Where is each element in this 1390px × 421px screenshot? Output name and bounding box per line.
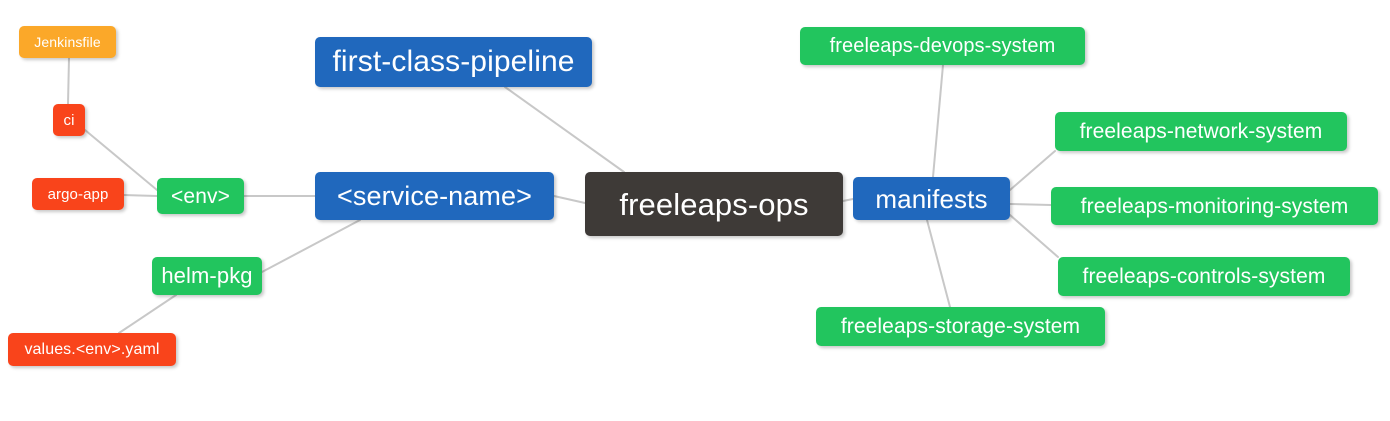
edge-manifests-network <box>1009 150 1056 191</box>
node-label-freeleaps-ops: freeleaps-ops <box>619 186 809 222</box>
edge-helm-values <box>118 294 177 334</box>
node-values-env-yaml[interactable]: values.<env>.yaml <box>8 333 176 366</box>
edge-ops-manifests <box>842 198 854 202</box>
node-label-jenkinsfile: Jenkinsfile <box>34 34 101 50</box>
edge-env-argo <box>123 194 158 197</box>
node-jenkinsfile[interactable]: Jenkinsfile <box>19 26 116 58</box>
node-label-values-env-yaml: values.<env>.yaml <box>24 340 160 358</box>
node-env[interactable]: <env> <box>157 178 244 214</box>
node-label-freeleaps-monitoring-system: freeleaps-monitoring-system <box>1080 194 1349 218</box>
node-freeleaps-network-system[interactable]: freeleaps-network-system <box>1055 112 1347 151</box>
edge-manifests-devops <box>932 64 944 178</box>
node-freeleaps-controls-system[interactable]: freeleaps-controls-system <box>1058 257 1350 296</box>
node-label-manifests: manifests <box>875 183 988 214</box>
edge-ops-pipeline <box>504 86 625 173</box>
node-label-freeleaps-network-system: freeleaps-network-system <box>1079 120 1323 143</box>
node-freeleaps-ops[interactable]: freeleaps-ops <box>585 172 843 236</box>
node-label-freeleaps-devops-system: freeleaps-devops-system <box>829 35 1056 57</box>
node-label-argo-app: argo-app <box>47 185 109 203</box>
node-helm-pkg[interactable]: helm-pkg <box>152 257 262 295</box>
node-label-freeleaps-controls-system: freeleaps-controls-system <box>1082 265 1326 288</box>
node-ci[interactable]: ci <box>53 104 85 136</box>
node-manifests[interactable]: manifests <box>853 177 1010 220</box>
node-first-class-pipeline[interactable]: first-class-pipeline <box>315 37 592 87</box>
node-freeleaps-storage-system[interactable]: freeleaps-storage-system <box>816 307 1105 346</box>
node-label-ci: ci <box>63 111 75 129</box>
node-label-freeleaps-storage-system: freeleaps-storage-system <box>840 315 1081 338</box>
node-freeleaps-devops-system[interactable]: freeleaps-devops-system <box>800 27 1085 65</box>
edge-service-helm <box>261 219 361 273</box>
node-label-helm-pkg: helm-pkg <box>161 263 253 288</box>
node-argo-app[interactable]: argo-app <box>32 178 124 210</box>
edge-ci-jenkinsfile <box>67 57 70 105</box>
node-freeleaps-monitoring-system[interactable]: freeleaps-monitoring-system <box>1051 187 1378 225</box>
edge-manifests-monitoring <box>1009 203 1052 206</box>
edge-ops-service <box>553 195 586 204</box>
edge-manifests-storage <box>926 219 951 308</box>
node-label-service-name: <service-name> <box>337 180 532 211</box>
node-label-env: <env> <box>171 184 230 208</box>
node-service-name[interactable]: <service-name> <box>315 172 554 220</box>
node-label-first-class-pipeline: first-class-pipeline <box>332 45 575 78</box>
